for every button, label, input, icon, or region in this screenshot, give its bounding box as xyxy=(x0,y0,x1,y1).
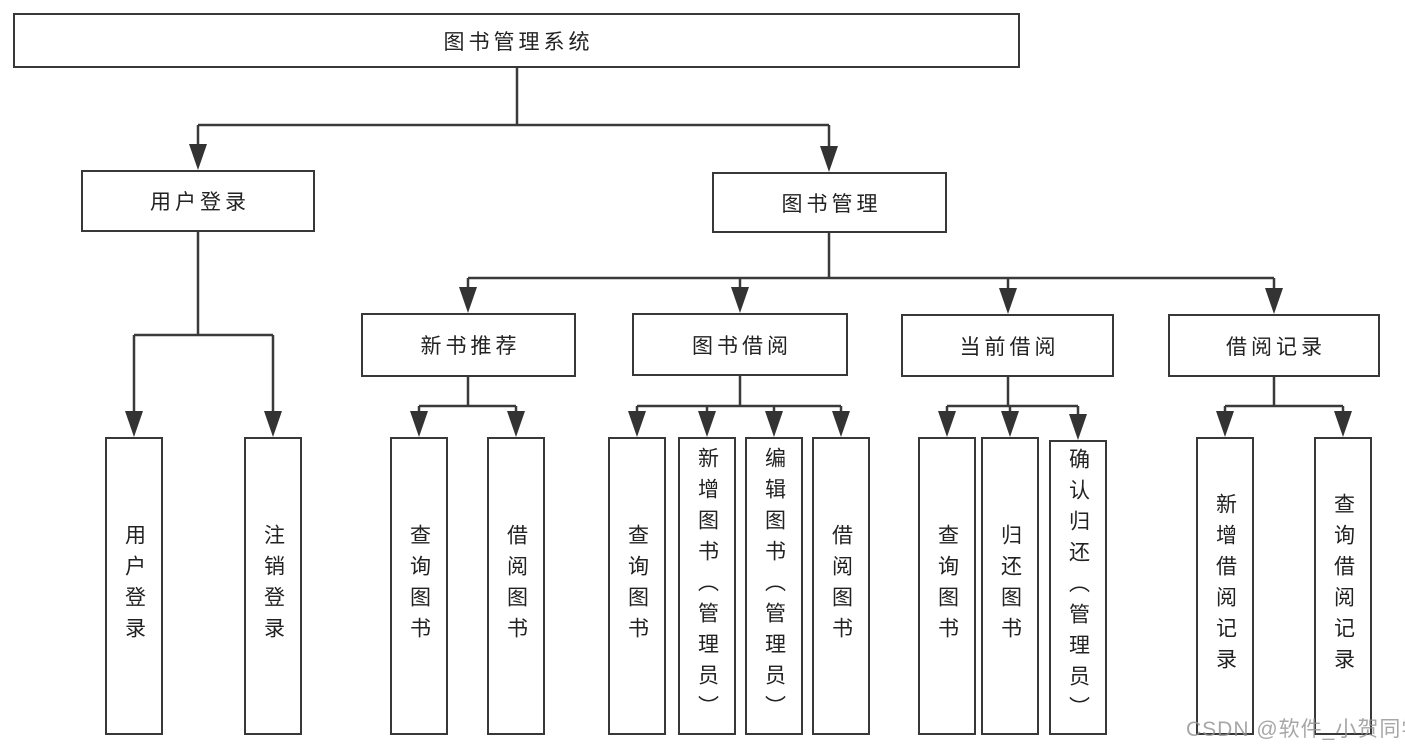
arrowhead xyxy=(820,146,838,172)
arrowhead xyxy=(459,287,477,313)
node-label: 图书管理 xyxy=(781,192,882,216)
node-label: 借阅记录 xyxy=(1226,335,1326,359)
connector-current-borrow-children xyxy=(938,377,1087,440)
node-label: 新书推荐 xyxy=(420,335,521,358)
arrowhead xyxy=(832,411,850,437)
node-leaf-borrow-book-2: 借阅图书 xyxy=(812,437,870,735)
arrowhead xyxy=(628,411,646,437)
node-label: 图书管理系统 xyxy=(443,30,594,54)
node-leaf-logout: 注销登录 xyxy=(244,437,302,735)
node-user-login: 用户登录 xyxy=(81,170,315,232)
node-leaf-query-book-1: 查询图书 xyxy=(390,437,448,735)
node-label: 查询图书 xyxy=(407,524,431,648)
node-label: 图书借阅 xyxy=(692,334,792,358)
arrowhead xyxy=(765,411,783,437)
connector-user-login-children xyxy=(125,232,282,437)
node-leaf-borrow-book-1: 借阅图书 xyxy=(487,437,545,735)
node-leaf-edit-book-admin: 编辑图书（管理员） xyxy=(745,437,803,735)
node-label: 借阅图书 xyxy=(829,524,853,648)
arrowhead xyxy=(698,411,716,437)
node-label: 新增借阅记录 xyxy=(1213,493,1237,679)
connector-book-mgmt-children xyxy=(459,233,1283,314)
node-borrow-records: 借阅记录 xyxy=(1168,314,1380,377)
node-label: 新增图书（管理员） xyxy=(695,446,719,726)
node-current-borrow: 当前借阅 xyxy=(901,314,1114,377)
arrowhead xyxy=(1334,411,1352,437)
arrowhead xyxy=(189,144,207,170)
node-label: 用户登录 xyxy=(122,524,146,648)
node-root-system: 图书管理系统 xyxy=(13,13,1020,68)
node-label: 注销登录 xyxy=(261,524,285,648)
arrowhead xyxy=(1265,288,1283,314)
node-new-book-recommend: 新书推荐 xyxy=(361,313,576,377)
node-label: 借阅图书 xyxy=(504,524,528,648)
node-leaf-query-book-2: 查询图书 xyxy=(608,437,666,735)
arrowhead xyxy=(1216,411,1234,437)
node-book-management: 图书管理 xyxy=(712,172,947,233)
arrowhead xyxy=(410,411,428,437)
node-label: 查询借阅记录 xyxy=(1331,493,1355,679)
node-label: 确认归还（管理员） xyxy=(1066,448,1090,727)
node-leaf-user-login: 用户登录 xyxy=(105,437,163,735)
connector-new-book-rec-children xyxy=(410,377,525,437)
node-leaf-add-borrow-record: 新增借阅记录 xyxy=(1196,437,1254,735)
arrowhead xyxy=(1001,411,1019,437)
csdn-watermark: CSDN @软件_小贺同学 xyxy=(1186,718,1405,741)
node-leaf-confirm-return-admin: 确认归还（管理员） xyxy=(1049,440,1107,735)
node-label: 查询图书 xyxy=(625,524,649,648)
arrowhead xyxy=(999,288,1017,314)
node-label: 查询图书 xyxy=(935,524,959,648)
arrowhead xyxy=(264,411,282,437)
node-leaf-query-borrow-record: 查询借阅记录 xyxy=(1314,437,1372,735)
connector-borrow-records-children xyxy=(1216,377,1352,437)
connector-book-borrow-children xyxy=(628,376,850,437)
node-label: 用户登录 xyxy=(150,191,250,214)
arrowhead xyxy=(731,287,749,313)
node-book-borrow: 图书借阅 xyxy=(632,313,848,376)
arrowhead xyxy=(938,411,956,437)
node-leaf-return-book: 归还图书 xyxy=(981,437,1039,735)
node-label: 当前借阅 xyxy=(959,335,1060,359)
connector-root-to-level2 xyxy=(189,68,838,172)
arrowhead xyxy=(507,411,525,437)
node-label: 归还图书 xyxy=(998,524,1022,648)
arrowhead xyxy=(125,411,143,437)
node-label: 编辑图书（管理员） xyxy=(762,446,786,726)
arrowhead xyxy=(1069,414,1087,440)
node-leaf-query-book-3: 查询图书 xyxy=(918,437,976,735)
node-leaf-add-book-admin: 新增图书（管理员） xyxy=(678,437,736,735)
